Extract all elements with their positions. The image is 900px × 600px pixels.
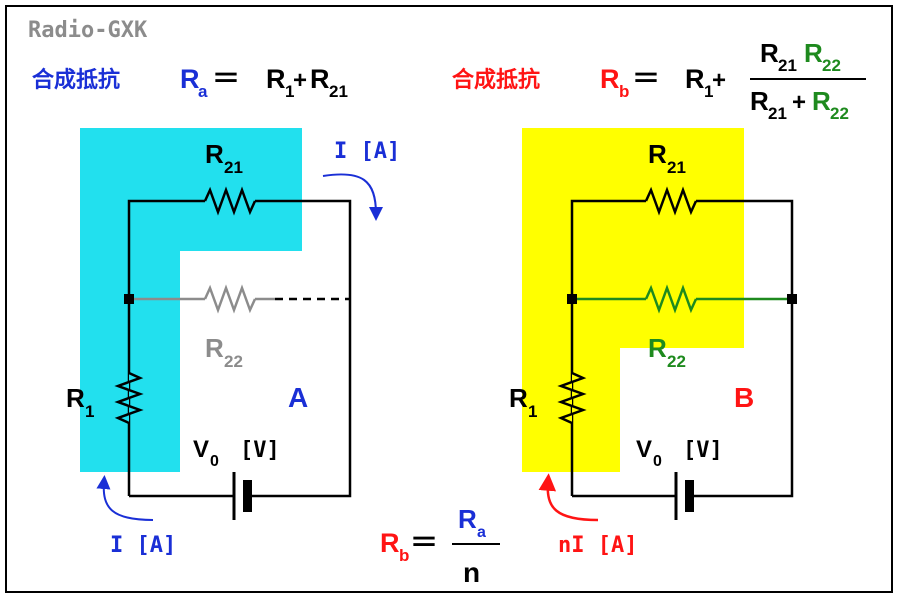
left-term2-sub: 21 <box>329 82 348 101</box>
right-circuit: R 21 R 22 R 1 B V 0 [V] nI [A] <box>509 128 797 558</box>
right-num-r22-sub: 22 <box>822 56 841 75</box>
left-plus: + <box>293 67 307 94</box>
left-node <box>124 294 134 304</box>
right-r22-resistor <box>644 284 698 314</box>
left-r22-label-sub: 22 <box>224 352 243 371</box>
left-v0-sub: 0 <box>210 453 219 470</box>
right-r1-label: R <box>509 383 528 413</box>
left-r21-resistor <box>203 186 257 216</box>
right-wire-right <box>694 199 794 498</box>
bottom-ra: R <box>458 504 477 534</box>
right-r21-resistor <box>644 186 698 216</box>
bottom-n: n <box>463 557 480 588</box>
bottom-ra-sub: a <box>477 524 486 541</box>
brand-label: Radio-GXK <box>28 18 148 43</box>
left-v-unit: [V] <box>240 438 280 463</box>
right-equals: ＝ <box>632 62 660 95</box>
left-r22-label: R <box>205 333 224 363</box>
left-r21-label: R <box>205 139 224 169</box>
left-r22-resistor <box>203 284 257 314</box>
left-current-bottom: I [A] <box>110 533 176 558</box>
right-node-left <box>567 294 577 304</box>
left-term1: R <box>266 64 286 94</box>
right-r21-label-sub: 21 <box>667 158 686 177</box>
right-rb-symbol: R <box>600 64 620 94</box>
right-r22-label-sub: 22 <box>667 352 686 371</box>
right-r1-label-sub: 1 <box>528 402 537 421</box>
right-r1-resistor <box>557 371 587 425</box>
left-wire-right <box>252 199 352 498</box>
right-v0-sub: 0 <box>653 453 662 470</box>
left-ra-symbol: R <box>180 64 200 94</box>
bottom-rb-sub: b <box>399 546 409 565</box>
left-current-bottom-arrow <box>96 475 154 521</box>
left-equals: ＝ <box>212 62 240 95</box>
bottom-rb: R <box>380 528 400 558</box>
right-den-r21: R <box>750 86 769 116</box>
right-current-bottom-arrow <box>538 473 599 522</box>
right-num-r21: R <box>760 38 779 68</box>
right-term1: R <box>685 64 705 94</box>
left-tag: A <box>288 382 308 413</box>
bottom-equals: ＝ <box>410 526 438 559</box>
right-term1-sub: 1 <box>704 82 713 101</box>
right-v0: V <box>636 436 652 463</box>
left-battery-short-plate <box>243 480 252 512</box>
right-battery-short-plate <box>685 480 694 512</box>
left-term1-sub: 1 <box>285 82 294 101</box>
right-r21-label: R <box>648 139 667 169</box>
right-den-r22: R <box>812 86 831 116</box>
left-r21-label-sub: 21 <box>224 158 243 177</box>
right-num-r21-sub: 21 <box>778 56 797 75</box>
left-r1-label-sub: 1 <box>85 402 94 421</box>
right-den-plus: + <box>792 89 806 116</box>
left-v0: V <box>193 436 209 463</box>
left-circuit: R 21 R 22 R 1 A V 0 [V] I [A] I [A] <box>66 128 400 558</box>
bottom-formula: R b ＝ R a n <box>380 504 500 588</box>
right-heading: 合成抵抗 <box>452 67 540 93</box>
right-current-bottom: nI [A] <box>558 533 637 558</box>
left-current-top-arrow <box>322 173 383 221</box>
right-plus: + <box>712 67 726 94</box>
right-formula: 合成抵抗 R b ＝ R 1 + R 21 R 22 R 21 + R 22 <box>452 38 866 123</box>
right-v-unit: [V] <box>683 438 723 463</box>
left-ra-sub: a <box>198 82 208 101</box>
right-num-r22: R <box>804 38 823 68</box>
left-term2: R <box>310 64 330 94</box>
left-highlight-region <box>80 128 302 472</box>
right-node-right <box>787 294 797 304</box>
left-r1-resistor <box>114 371 144 425</box>
right-rb-sub: b <box>619 82 629 101</box>
left-r1-label: R <box>66 383 85 413</box>
left-current-top: I [A] <box>334 139 400 164</box>
left-formula: 合成抵抗 R a ＝ R 1 + R 21 <box>32 62 348 101</box>
right-den-r22-sub: 22 <box>830 104 849 123</box>
left-heading: 合成抵抗 <box>32 67 120 93</box>
right-r22-label: R <box>648 333 667 363</box>
right-tag: B <box>734 382 754 413</box>
right-den-r21-sub: 21 <box>768 104 787 123</box>
